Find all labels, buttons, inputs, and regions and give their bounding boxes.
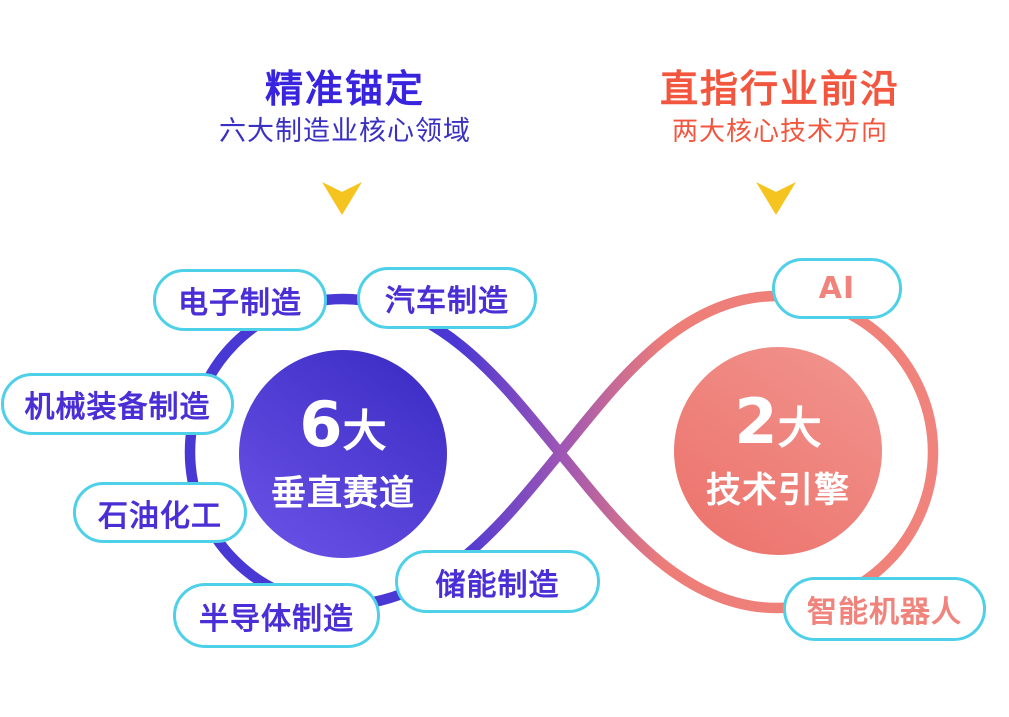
left-circle-number: 6 [299,388,343,461]
pill-machinery-equipment: 机械装备制造 [1,373,234,435]
pill-energy-storage: 储能制造 [395,550,600,613]
left-section-header: 精准锚定 六大制造业核心领域 [160,68,530,147]
left-circle-headline: 6大 [299,394,387,471]
pill-semiconductor: 半导体制造 [173,583,380,648]
pill-electronics-manufacturing: 电子制造 [153,269,327,331]
pill-petrochemical: 石油化工 [73,482,247,543]
left-section-subtitle: 六大制造业核心领域 [219,116,471,147]
right-circle-unit: 大 [777,403,822,454]
left-center-circle: 6大 垂直赛道 [239,350,447,558]
left-circle-unit: 大 [342,406,387,457]
pill-ai: AI [772,258,902,319]
right-circle-headline: 2大 [734,391,822,468]
right-circle-number: 2 [734,385,778,458]
right-section-header: 直指行业前沿 两大核心技术方向 [600,68,960,147]
right-circle-label: 技术引擎 [705,471,850,511]
right-section-subtitle: 两大核心技术方向 [671,117,888,147]
pill-automotive-manufacturing: 汽车制造 [357,267,537,329]
left-circle-label: 垂直赛道 [270,474,415,514]
left-section-title: 精准锚定 [264,67,425,111]
right-section-title: 直指行业前沿 [659,67,900,111]
pill-intelligent-robot: 智能机器人 [783,577,986,641]
right-center-circle: 2大 技术引擎 [674,347,882,555]
